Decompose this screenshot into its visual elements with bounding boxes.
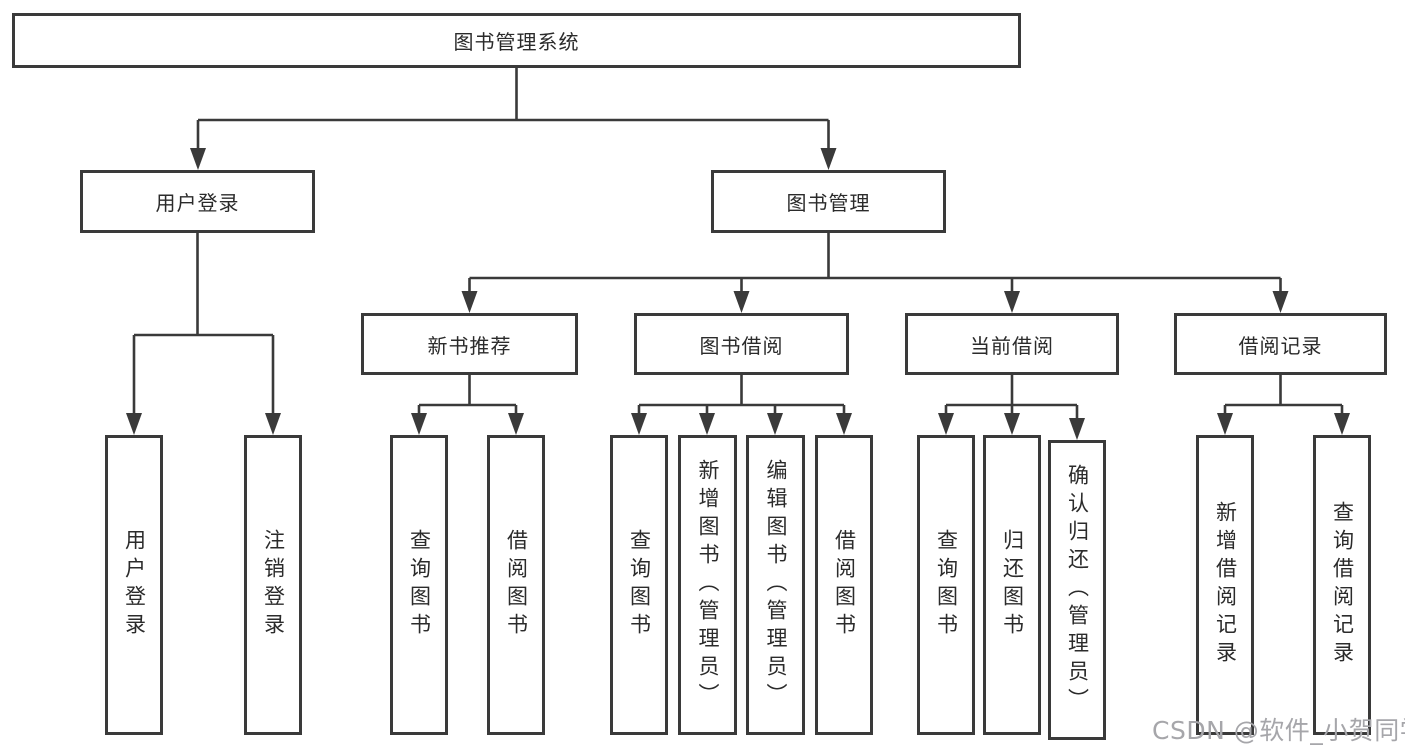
leaf-borrow-books-recommend: 借阅图书 bbox=[487, 435, 545, 735]
arrow-down-icon bbox=[461, 291, 478, 313]
arrow-down-icon bbox=[1069, 418, 1085, 440]
node-root-label: 图书管理系统 bbox=[453, 30, 580, 54]
leaf-query-books-current: 查询图书 bbox=[917, 435, 975, 735]
leaf-edit-book-admin: 编辑图书（管理员） bbox=[746, 435, 805, 735]
arrow-down-icon bbox=[190, 148, 206, 170]
arrow-down-icon bbox=[265, 413, 281, 435]
leaf-user-login: 用户登录 bbox=[105, 435, 163, 735]
leaf-return-books-label: 归还图书 bbox=[1000, 529, 1025, 641]
node-user-login-label: 用户登录 bbox=[155, 191, 240, 215]
leaf-return-books: 归还图书 bbox=[983, 435, 1041, 735]
leaf-query-books-borrow: 查询图书 bbox=[610, 435, 668, 735]
node-root-system: 图书管理系统 bbox=[12, 13, 1021, 68]
arrow-down-icon bbox=[126, 413, 142, 435]
leaf-query-books-recommend: 查询图书 bbox=[390, 435, 448, 735]
arrow-down-icon bbox=[411, 413, 427, 435]
node-current-borrow-label: 当前借阅 bbox=[970, 333, 1054, 358]
leaf-query-books-borrow-label: 查询图书 bbox=[627, 529, 652, 641]
node-book-borrow: 图书借阅 bbox=[634, 313, 849, 375]
node-book-borrow-label: 图书借阅 bbox=[699, 333, 784, 358]
leaf-confirm-return-admin: 确认归还（管理员） bbox=[1048, 440, 1106, 740]
leaf-query-books-current-label: 查询图书 bbox=[934, 529, 959, 641]
connector-book-borrow-to-leaves bbox=[631, 375, 852, 435]
leaf-query-borrow-record: 查询借阅记录 bbox=[1313, 435, 1371, 735]
connector-borrow-records-to-leaves bbox=[1217, 375, 1350, 435]
arrow-down-icon bbox=[699, 413, 715, 435]
connector-current-borrow-to-leaves bbox=[938, 375, 1085, 440]
node-book-mgmt: 图书管理 bbox=[711, 170, 946, 233]
leaf-logout: 注销登录 bbox=[244, 435, 302, 735]
leaf-borrow-books-borrow-label: 借阅图书 bbox=[832, 529, 857, 641]
arrow-down-icon bbox=[1272, 291, 1289, 313]
arrow-down-icon bbox=[508, 413, 524, 435]
leaf-query-books-recommend-label: 查询图书 bbox=[407, 529, 432, 641]
leaf-borrow-books-borrow: 借阅图书 bbox=[815, 435, 873, 735]
connector-book-mgmt-to-level3 bbox=[461, 233, 1289, 313]
arrow-down-icon bbox=[1004, 413, 1020, 435]
node-book-mgmt-label: 图书管理 bbox=[786, 191, 871, 215]
arrow-down-icon bbox=[1004, 291, 1020, 313]
leaf-add-borrow-record-label: 新增借阅记录 bbox=[1213, 501, 1238, 669]
arrow-down-icon bbox=[836, 413, 852, 435]
leaf-confirm-return-admin-label: 确认归还（管理员） bbox=[1065, 464, 1090, 716]
arrow-down-icon bbox=[733, 291, 750, 313]
connector-root-to-level2 bbox=[190, 68, 837, 170]
leaf-query-borrow-record-label: 查询借阅记录 bbox=[1330, 501, 1355, 669]
node-new-books: 新书推荐 bbox=[361, 313, 578, 375]
arrow-down-icon bbox=[767, 413, 783, 435]
leaf-add-book-admin: 新增图书（管理员） bbox=[678, 435, 737, 735]
leaf-add-book-admin-label: 新增图书（管理员） bbox=[696, 459, 720, 711]
node-new-books-label: 新书推荐 bbox=[427, 333, 512, 358]
leaf-edit-book-admin-label: 编辑图书（管理员） bbox=[764, 459, 788, 711]
leaf-logout-label: 注销登录 bbox=[261, 529, 286, 641]
arrow-down-icon bbox=[631, 413, 647, 435]
node-borrow-records-label: 借阅记录 bbox=[1238, 333, 1323, 358]
leaf-user-login-label: 用户登录 bbox=[122, 529, 147, 641]
arrow-down-icon bbox=[1217, 413, 1233, 435]
csdn-watermark: CSDN @软件_小贺同学 bbox=[1152, 716, 1405, 745]
node-borrow-records: 借阅记录 bbox=[1174, 313, 1387, 375]
arrow-down-icon bbox=[938, 413, 954, 435]
connector-new-books-to-leaves bbox=[411, 375, 524, 435]
node-current-borrow: 当前借阅 bbox=[905, 313, 1119, 375]
leaf-borrow-books-recommend-label: 借阅图书 bbox=[504, 529, 529, 641]
arrow-down-icon bbox=[1334, 413, 1350, 435]
arrow-down-icon bbox=[820, 148, 837, 170]
leaf-add-borrow-record: 新增借阅记录 bbox=[1196, 435, 1254, 735]
node-user-login: 用户登录 bbox=[80, 170, 315, 233]
connector-user-login-to-leaves bbox=[126, 233, 281, 435]
